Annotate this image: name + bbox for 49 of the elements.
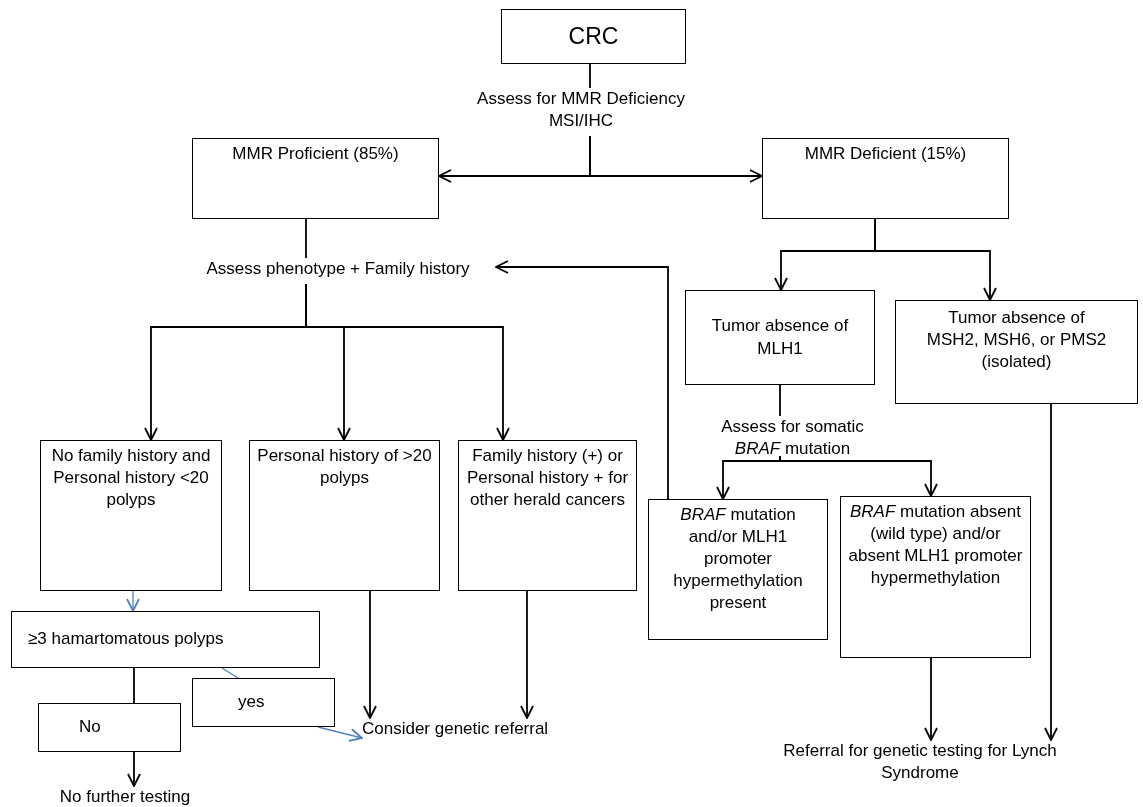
arrow — [874, 218, 997, 301]
process-box — [648, 499, 828, 640]
arrow — [520, 590, 534, 719]
box-text: Personal history of >20 polyps — [256, 445, 433, 490]
arrow — [924, 657, 938, 741]
process-box — [895, 300, 1138, 404]
connector-line — [221, 667, 239, 679]
process-box — [192, 678, 335, 727]
step-text: No further testing — [40, 786, 210, 807]
step-text: Assess phenotype + Family history — [180, 258, 496, 284]
box-text: BRAF mutation and/or MLH1 promoter hypermethylation present — [672, 504, 804, 615]
box-text: Family history (+) or Personal history + for other herald cancers — [465, 445, 630, 512]
box-text: No family history and Personal history <20 polyps — [50, 445, 212, 512]
box-text: BRAF mutation absent (wild type) and/or absent MLH1 promoter hypermethylation — [847, 501, 1024, 590]
box-text: CRC — [568, 21, 619, 51]
connector-line — [779, 384, 781, 417]
arrow — [126, 590, 140, 612]
process-box — [249, 440, 440, 591]
process-box — [38, 703, 181, 752]
box-text: MMR Proficient (85%) — [232, 143, 399, 165]
process-box — [40, 440, 222, 591]
process-box — [762, 138, 1009, 219]
arrow — [317, 726, 363, 742]
arrow — [363, 590, 377, 719]
arrow — [305, 283, 510, 441]
step-text: Assess for MMR Deficiency MSI/IHC — [456, 88, 706, 136]
process-box — [685, 290, 875, 385]
connector-line — [589, 63, 591, 89]
step-text: Assess for somatic BRAF mutation — [700, 416, 885, 456]
arrow — [589, 135, 763, 183]
connector-line — [133, 667, 135, 704]
box-text: MMR Deficient (15%) — [804, 143, 967, 165]
box-text: ≥3 hamartomatous polyps — [28, 628, 224, 651]
arrow — [1044, 403, 1058, 741]
process-box — [840, 496, 1031, 658]
arrow — [495, 260, 669, 500]
arrow — [779, 455, 938, 497]
process-box — [458, 440, 637, 591]
connector-line — [305, 218, 307, 259]
box-text: Tumor absence of MLH1 — [710, 315, 850, 360]
box-text: Tumor absence of MSH2, MSH6, or PMS2 (isolated) — [925, 307, 1108, 374]
process-box — [11, 611, 320, 668]
step-text: Referral for genetic testing for Lynch Syndrome — [745, 740, 1095, 786]
step-text: Consider genetic referral — [362, 718, 576, 740]
arrow — [127, 751, 141, 787]
process-box — [501, 9, 686, 64]
box-text: No — [79, 716, 101, 739]
process-box — [192, 138, 439, 219]
box-text: yes — [238, 691, 265, 714]
